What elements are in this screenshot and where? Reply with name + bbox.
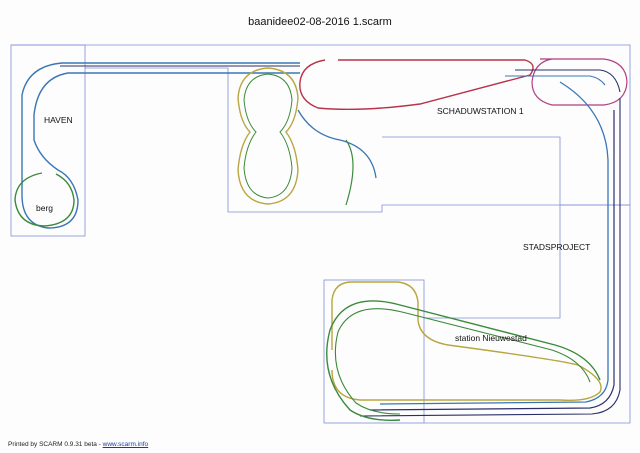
track-center-green — [243, 73, 293, 199]
track-schaduw-red — [299, 59, 534, 111]
track-berg-loop — [14, 172, 75, 227]
label-schaduwstation: SCHADUWSTATION 1 — [437, 106, 524, 116]
track-haven-main — [21, 62, 300, 229]
baseboard-center — [382, 136, 561, 319]
baseboard-outlines — [10, 44, 631, 424]
track-station — [326, 281, 602, 421]
track-schaduw-blue-1 — [515, 69, 621, 93]
track-right-2 — [369, 110, 615, 411]
track-center-spur — [297, 109, 377, 179]
track-center-yellow — [237, 67, 299, 205]
footer-link[interactable]: www.scarm.info — [102, 441, 149, 448]
track-center-spur-2 — [345, 139, 354, 206]
track-haven — [14, 62, 300, 229]
label-stadsproject: STADSPROJECT — [523, 242, 591, 252]
track-station-yellow — [331, 281, 602, 402]
track-schaduw-magenta — [531, 58, 628, 106]
track-right-3 — [359, 98, 621, 417]
print-footer: Printed by SCARM 0.9.31 beta - www.scarm… — [8, 441, 148, 448]
track-station-green-inner — [334, 308, 591, 415]
footer-text: Printed by SCARM 0.9.31 beta - — [8, 441, 103, 448]
track-center-loop — [237, 67, 377, 206]
label-station: station Nieuwestad — [455, 333, 527, 343]
track-schaduw-blue-2 — [505, 75, 606, 86]
label-berg: berg — [36, 203, 54, 213]
document-title: baanidee02-08-2016 1.scarm — [248, 16, 392, 28]
track-mainline-right — [359, 81, 621, 417]
track-schaduwstation — [299, 58, 628, 111]
baseboard-top — [11, 44, 631, 213]
label-haven: HAVEN — [44, 115, 73, 125]
baseboard-right-strip — [424, 204, 631, 424]
baseboard-station — [323, 279, 425, 424]
track-station-green-outer — [326, 300, 601, 421]
track-right-1 — [379, 81, 609, 405]
